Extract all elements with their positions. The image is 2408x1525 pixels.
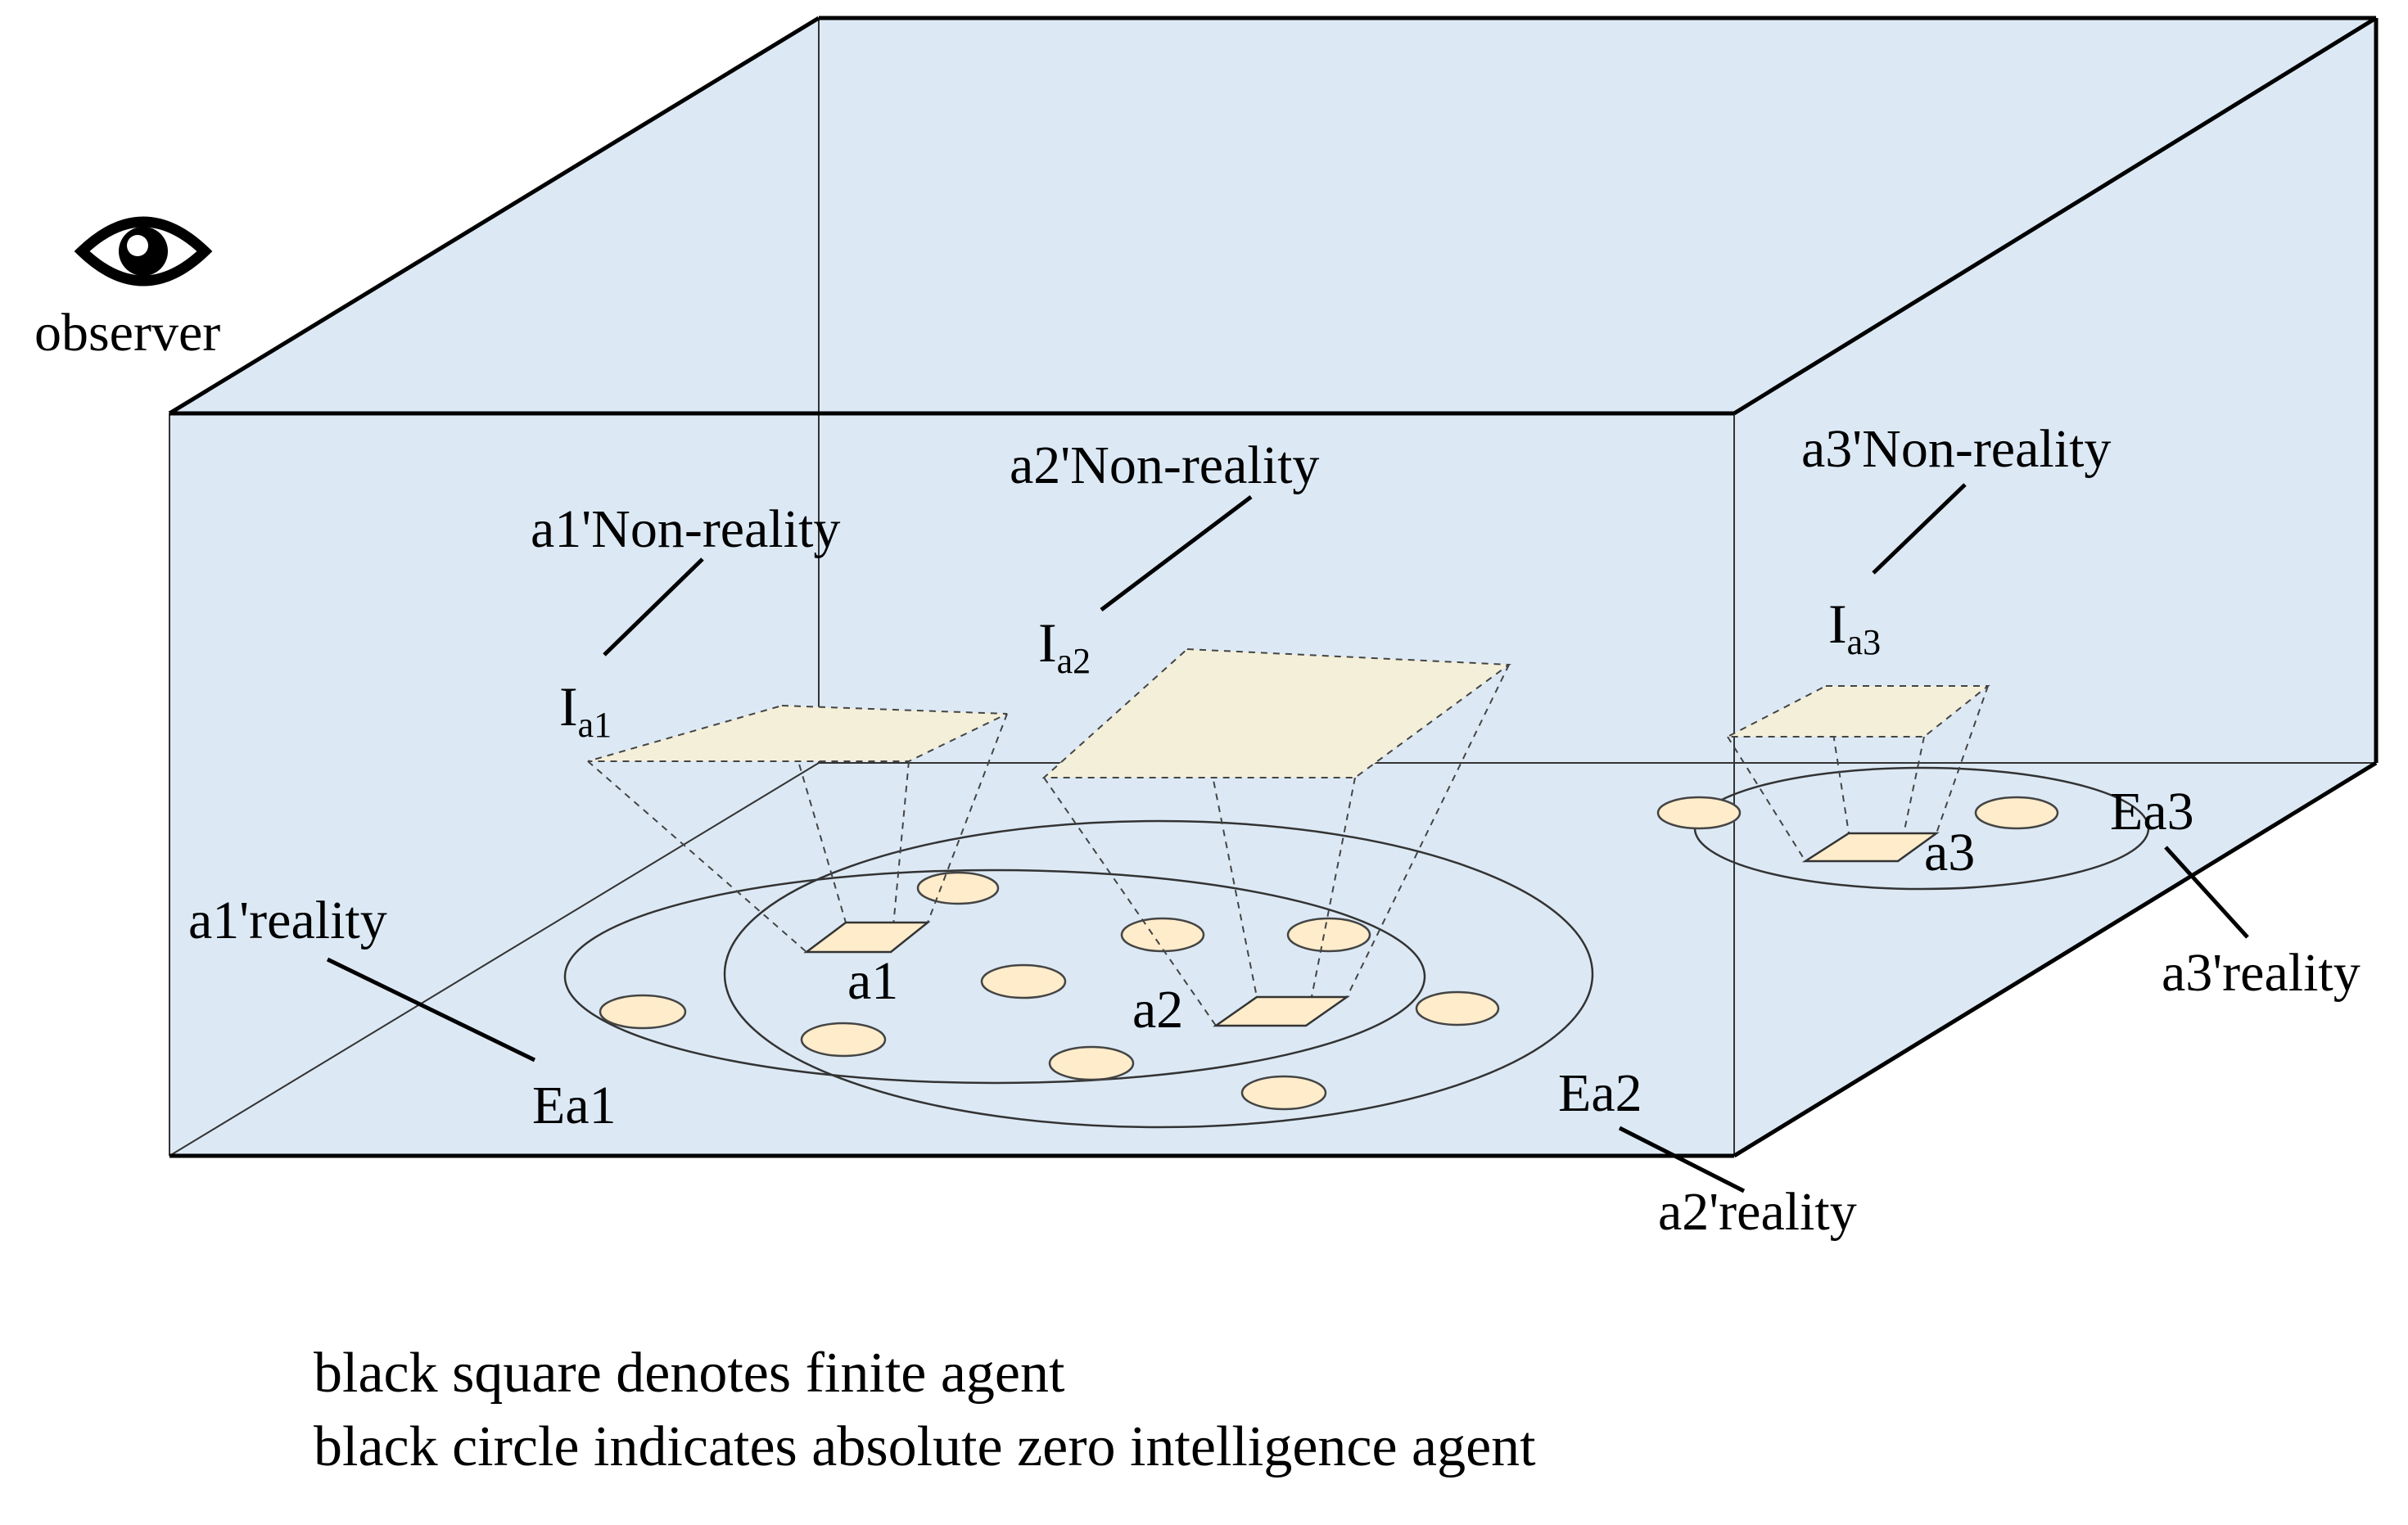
- zero-intelligence-agent: [800, 1022, 887, 1058]
- image-plane-a2: [1041, 647, 1511, 778]
- projection-line: [1897, 736, 1925, 862]
- ea3-label: Ea3: [2110, 782, 2194, 841]
- box-back-edge: [169, 762, 820, 1157]
- agent-a1-label: a1: [847, 951, 898, 1011]
- projection-line: [1043, 777, 1217, 1026]
- box-edge: [1733, 760, 2378, 1158]
- agent-a2-label: a2: [1132, 980, 1183, 1040]
- agent-a3-label: a3: [1924, 823, 1975, 882]
- box-edge: [168, 16, 820, 416]
- leader-a2-nonreality: [1100, 495, 1253, 611]
- leader-a2-reality: [1618, 1126, 1746, 1193]
- projection-line: [890, 760, 910, 953]
- zero-intelligence-agent: [1240, 1075, 1327, 1111]
- zero-intelligence-agent: [1415, 990, 1500, 1026]
- leader-a3-reality: [2164, 846, 2249, 939]
- image-label-a1: Ia1: [559, 675, 612, 745]
- projection-line: [1936, 685, 1989, 834]
- projection-a2: [1043, 648, 1510, 1026]
- finite-agent-a1: [803, 921, 931, 954]
- zero-intelligence-agents: [599, 796, 2059, 1111]
- eye-icon-highlight: [127, 235, 148, 256]
- image-plane-a1: [587, 704, 1008, 762]
- zero-intelligence-agent: [1286, 917, 1371, 953]
- zero-intelligence-agent: [980, 963, 1067, 999]
- zero-intelligence-agent: [599, 994, 687, 1030]
- box-edge: [1733, 16, 2378, 416]
- a1-reality-label: a1'reality: [188, 891, 387, 950]
- leader-a3-nonreality: [1872, 483, 1967, 575]
- zero-intelligence-agent: [1656, 796, 1742, 830]
- zero-intelligence-agent: [1974, 796, 2059, 830]
- image-label-a2: Ia2: [1038, 611, 1091, 681]
- projection-line: [1346, 664, 1510, 998]
- a2-nonreality-label: a2'Non-reality: [1010, 435, 1319, 495]
- leader-a1-nonreality: [603, 557, 704, 656]
- a3-nonreality-label: a3'Non-reality: [1801, 419, 2111, 479]
- zero-intelligence-agent: [916, 871, 1000, 905]
- observer-label: observer: [34, 303, 220, 363]
- environment-ea2: [723, 819, 1594, 1129]
- finite-agent-a3: [1801, 832, 1940, 863]
- projection-line: [1305, 777, 1356, 1026]
- projection-line: [927, 713, 1008, 923]
- finite-agent-a2: [1213, 995, 1350, 1027]
- ea1-label: Ea1: [532, 1076, 617, 1135]
- projection-line: [1186, 648, 1258, 998]
- zero-intelligence-agent: [1120, 917, 1205, 953]
- a3-reality-label: a3'reality: [2162, 943, 2361, 1003]
- leader-a1-reality: [326, 957, 536, 1063]
- a1-nonreality-label: a1'Non-reality: [531, 499, 840, 559]
- box-front-face: [169, 413, 1734, 1156]
- legend-line-2: black circle indicates absolute zero int…: [314, 1415, 1536, 1478]
- legend-line-1: black square denotes finite agent: [314, 1342, 1065, 1405]
- box-top-face: [169, 18, 2376, 413]
- environment-ea1: [563, 869, 1426, 1085]
- eye-icon: [74, 216, 213, 287]
- image-label-a3: Ia3: [1828, 593, 1881, 662]
- box: [168, 16, 2379, 1158]
- ea2-label: Ea2: [1558, 1063, 1642, 1123]
- a2-reality-label: a2'reality: [1658, 1182, 1857, 1242]
- zero-intelligence-agent: [1048, 1045, 1135, 1081]
- image-plane-a3: [1727, 685, 1990, 738]
